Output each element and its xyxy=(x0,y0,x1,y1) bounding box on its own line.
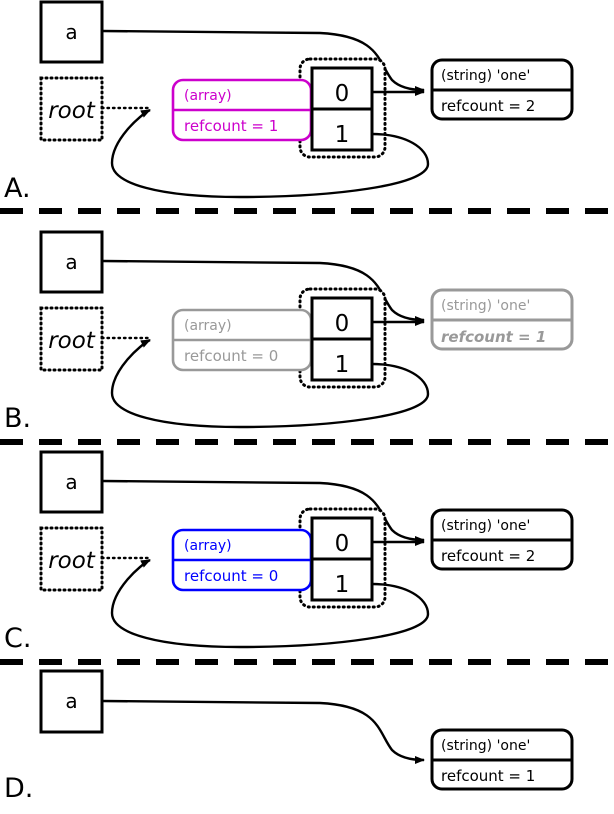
panel-label-c: C. xyxy=(4,623,31,654)
root-label: root xyxy=(48,98,96,124)
string-node-type: (string) 'one' xyxy=(441,738,530,754)
edge-cell1-loop-to-array xyxy=(110,558,430,649)
panel-b: a root (array) refcount = 0 0 1 (string)… xyxy=(4,230,574,434)
array-node-refcount: refcount = 0 xyxy=(184,567,278,585)
array-cell-0-label: 0 xyxy=(335,311,350,337)
string-node-type: (string) 'one' xyxy=(441,68,530,84)
panel-a: a root (array) refcount = 1 0 1 xyxy=(4,0,574,204)
variable-label-a: a xyxy=(65,470,77,494)
variable-box-a xyxy=(39,230,104,294)
root-label: root xyxy=(48,548,96,574)
variable-label-a: a xyxy=(65,689,77,713)
array-node-refcount: refcount = 0 xyxy=(184,347,278,365)
string-node-type: (string) 'one' xyxy=(441,298,530,314)
variable-box-a xyxy=(39,450,104,514)
panel-label-b: B. xyxy=(4,403,31,434)
panel-d: a (string) 'one' refcount = 1 D. xyxy=(4,669,574,804)
string-node-type: (string) 'one' xyxy=(441,518,530,534)
array-node-type: (array) xyxy=(184,538,232,554)
edge-cell1-loop-to-array xyxy=(110,338,430,429)
edge-a-to-string xyxy=(101,259,425,324)
variable-label-a: a xyxy=(65,250,77,274)
variable-box-a xyxy=(39,0,104,64)
edge-a-to-string xyxy=(101,479,425,544)
panel-label-a: A. xyxy=(4,173,31,204)
array-cell-0-label: 0 xyxy=(335,81,350,107)
array-cell-1-label: 1 xyxy=(335,122,350,148)
array-node-type: (array) xyxy=(184,88,232,104)
string-node-refcount: refcount = 2 xyxy=(441,547,535,565)
edge-a-to-string xyxy=(101,29,425,94)
panel-c: a root (array) refcount = 0 0 1 (string)… xyxy=(4,450,574,654)
array-cell-1-label: 1 xyxy=(335,572,350,598)
array-cell-0-label: 0 xyxy=(335,531,350,557)
root-box xyxy=(39,526,104,592)
array-cell-1-label: 1 xyxy=(335,352,350,378)
array-node-type: (array) xyxy=(184,318,232,334)
panel-label-d: D. xyxy=(4,773,33,804)
edge-cell1-loop-to-array xyxy=(110,108,430,199)
root-box xyxy=(39,76,104,142)
string-node-refcount: refcount = 1 xyxy=(441,767,535,785)
variable-label-a: a xyxy=(65,20,77,44)
variable-box-a xyxy=(39,669,104,734)
root-label: root xyxy=(48,328,96,354)
string-node-refcount: refcount = 2 xyxy=(441,97,535,115)
edge-a-to-string xyxy=(101,699,425,764)
array-node-refcount: refcount = 1 xyxy=(184,117,278,135)
string-node-refcount: refcount = 1 xyxy=(441,328,546,346)
